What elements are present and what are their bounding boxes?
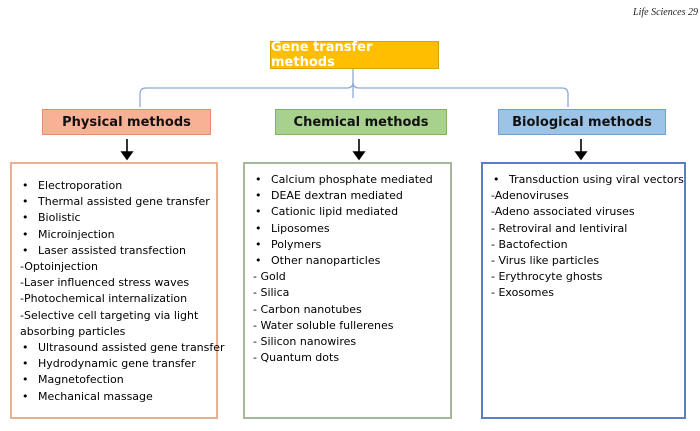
chemical-method-item: Cationic lipid mediated [253,204,444,220]
physical-method-item: Laser assisted transfection [20,243,210,259]
chemical-method-item: - Silicon nanowires [253,335,357,349]
physical-methods-header: Physical methods [42,109,211,135]
physical-method-item: -Optoinjection [20,260,98,274]
biological-method-item: -Adenoviruses [491,189,569,203]
physical-method-item: Mechanical massage [20,389,210,405]
biological-method-item: - Retroviral and lentiviral [491,221,628,235]
biological-method-item: Transduction using viral vectors [491,172,684,188]
physical-method-item: -Selective cell targeting via light abso… [20,308,199,338]
chemical-methods-header: Chemical methods [275,109,447,135]
biological-method-item: - Erythrocyte ghosts [491,270,603,284]
chemical-method-item: Polymers [253,237,444,253]
journal-header: Life Sciences 29 [633,7,698,18]
physical-method-item: Thermal assisted gene transfer [20,194,210,210]
chemical-method-item: - Gold [253,270,286,284]
physical-method-item: -Laser influenced stress waves [20,276,190,290]
physical-methods-label: Physical methods [62,114,191,130]
root-label: Gene transfer methods [271,40,373,70]
chemical-method-item: - Water soluble fullerenes [253,318,394,332]
root-node: Gene transfer methods [270,40,439,70]
chemical-method-item: Calcium phosphate mediated [253,172,444,188]
biological-method-item: - Bactofection [491,237,568,251]
biological-arrow-head [574,151,588,161]
chemical-method-item: - Quantum dots [253,351,340,365]
chemical-methods-label: Chemical methods [293,114,429,130]
physical-method-item: Electroporation [20,178,210,194]
physical-method-item: Biolistic [20,210,210,226]
biological-methods-label: Biological methods [512,114,652,130]
physical-arrow-head [120,151,134,161]
physical-method-item: Ultrasound assisted gene transfer [20,340,225,356]
physical-method-item: -Photochemical internalization [20,292,188,306]
chemical-arrow-head [352,151,366,161]
biological-method-item: - Exosomes [491,286,554,300]
physical-method-item: Microinjection [20,227,210,243]
physical-method-item: Magnetofection [20,372,210,388]
chemical-methods-panel: Calcium phosphate mediatedDEAE dextran m… [243,162,452,419]
physical-method-item: Hydrodynamic gene transfer [20,356,210,372]
biological-method-item: - Virus like particles [491,254,600,268]
biological-methods-header: Biological methods [498,109,666,135]
biological-methods-panel: Transduction using viral vectors-Adenovi… [481,162,686,419]
chemical-method-item: DEAE dextran mediated [253,188,444,204]
chemical-method-item: Other nanoparticles [253,253,444,269]
physical-methods-panel: ElectroporationThermal assisted gene tra… [10,162,225,419]
tree-connector [139,68,569,107]
chemical-method-item: Liposomes [253,221,444,237]
chemical-method-item: - Silica [253,286,290,300]
chemical-method-item: - Carbon nanotubes [253,302,362,316]
biological-method-item: -Adeno associated viruses [491,205,635,219]
